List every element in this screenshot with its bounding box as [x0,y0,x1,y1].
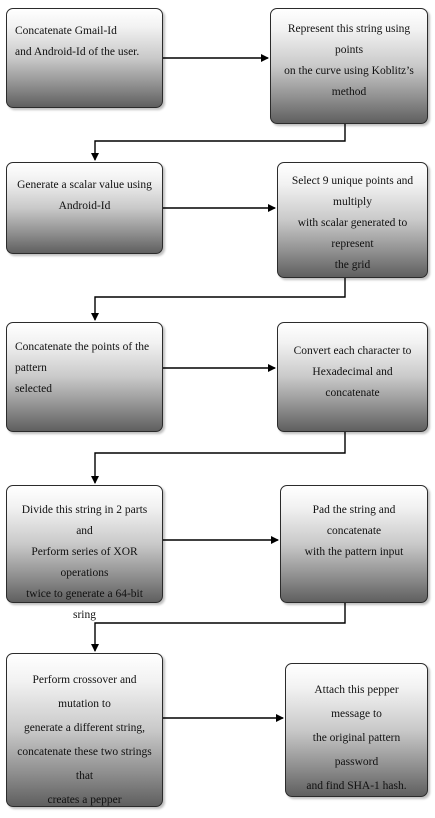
arrow-n6-to-n7 [91,432,346,484]
step-pad-string: Pad the string and concatenate with the … [280,485,428,603]
step-concatenate-pattern-points: Concatenate the points of the pattern se… [6,322,163,432]
step-label: Select 9 unique points and multiply with… [291,175,414,271]
step-label: Perform crossover and mutation to genera… [17,674,152,806]
step-generate-scalar: Generate a scalar value using Android-Id [6,162,163,254]
step-label: Pad the string and concatenate with the … [304,504,404,558]
step-label: Concatenate Gmail-Id and Android-Id of t… [15,25,140,58]
arrow-n2-to-n3 [91,124,346,161]
step-sha1-hash: Attach this pepper message to the origin… [285,663,428,797]
step-label: Concatenate the points of the pattern se… [15,341,150,395]
step-label: Convert each character to Hexadecimal an… [293,345,412,399]
step-label: Generate a scalar value using Android-Id [17,179,152,212]
step-label: Divide this string in 2 parts and Perfor… [21,504,148,621]
step-xor-split: Divide this string in 2 parts and Perfor… [6,485,163,621]
step-convert-hex: Convert each character to Hexadecimal an… [277,322,428,432]
arrow-n4-to-n5 [91,278,346,321]
step-select-points: Select 9 unique points and multiply with… [277,162,428,278]
step-koblitz-representation: Represent this string using points on th… [270,8,428,124]
step-crossover-mutation: Perform crossover and mutation to genera… [6,653,163,807]
step-label: Represent this string using points on th… [284,23,414,98]
step-concatenate-ids: Concatenate Gmail-Id and Android-Id of t… [6,8,163,108]
step-label: Attach this pepper message to the origin… [306,684,407,792]
